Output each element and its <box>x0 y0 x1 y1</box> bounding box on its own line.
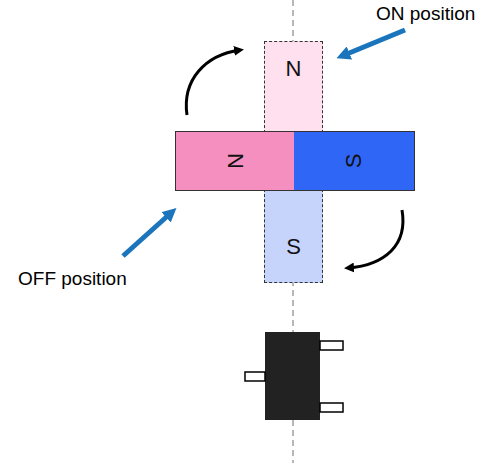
magnet-pole-off-s: S <box>294 131 415 191</box>
pointer-arrow <box>342 30 405 56</box>
pole-letter: N <box>286 58 302 80</box>
magnet-pole-off-n: N <box>175 131 294 191</box>
hall-sensor-body <box>265 332 320 420</box>
magnet-pole-on-s: S <box>264 189 323 283</box>
rotation-arrow <box>186 50 240 115</box>
sensor-pin <box>320 341 343 350</box>
magnet-pole-on-n: N <box>264 41 323 133</box>
pole-letter: N <box>224 153 246 169</box>
pole-letter: S <box>343 154 365 169</box>
sensor-pin <box>245 372 265 381</box>
sensor-pin <box>320 403 343 412</box>
pointer-arrow <box>123 212 172 256</box>
rotation-arrow <box>348 210 403 268</box>
position-label: ON position <box>376 3 475 25</box>
pole-letter: S <box>286 236 301 258</box>
position-label: OFF position <box>18 268 127 290</box>
